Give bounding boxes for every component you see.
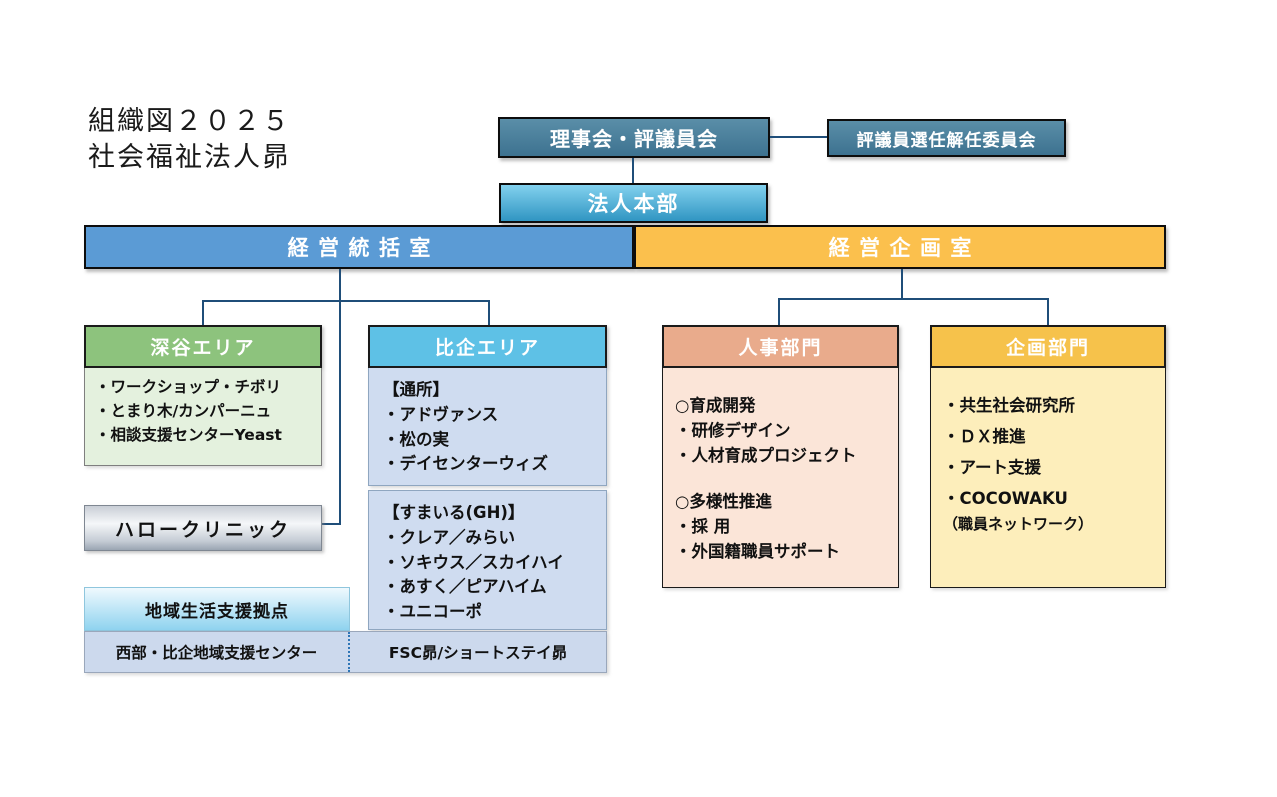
connector-drop-jinji — [778, 298, 780, 325]
hello-clinic-box: ハロークリニック — [84, 505, 322, 551]
connector-right-branch — [778, 298, 1049, 300]
councillor-committee-box: 評議員選任解任委員会 — [827, 119, 1066, 157]
connector-board-headquarters — [632, 158, 634, 183]
planning-division-body: ・共生社会研究所 ・ＤＸ推進 ・アート支援 ・COCOWAKU （職員ネットワー… — [930, 368, 1166, 588]
hr-division-body: ○育成開発 ・研修デザイン ・人材育成プロジェクト ○多様性推進 ・採 用 ・外… — [662, 368, 899, 588]
hello-clinic-label: ハロークリニック — [114, 518, 291, 541]
councillor-committee-label: 評議員選任解任委員会 — [856, 130, 1037, 151]
list-item: ・とまり木/カンパーニュ — [95, 402, 272, 421]
community-support-base-label: 地域生活支援拠点 — [145, 601, 289, 622]
fukaya-area-label: 深谷エリア — [150, 337, 256, 359]
connector-drop-hiki — [488, 300, 490, 325]
hiki-area-label: 比企エリア — [434, 337, 540, 359]
list-item: ・デイセンターウィズ — [383, 454, 548, 474]
group-heading: ○育成開発 — [675, 396, 756, 415]
list-item: ・アドヴァンス — [383, 404, 499, 424]
list-item: ・人材育成プロジェクト — [675, 445, 857, 465]
community-support-base-header: 地域生活支援拠点 — [84, 587, 350, 631]
connector-board-committee — [770, 136, 827, 138]
list-item: ・ワークショップ・チボリ — [95, 378, 282, 396]
connector-right-trunk — [901, 269, 903, 300]
list-item: ・COCOWAKU — [943, 489, 1068, 509]
headquarters-label: 法人本部 — [587, 192, 680, 216]
dotted-divider — [348, 632, 350, 672]
hiki-area-header: 比企エリア — [368, 325, 607, 368]
list-item: ・ソキウス／スカイハイ — [383, 552, 564, 572]
list-item: ・ユニコーポ — [383, 602, 482, 621]
group-heading: ○多様性推進 — [675, 492, 772, 512]
group-heading: 【通所】 — [383, 380, 449, 399]
hiki-area-commute-body: 【通所】 ・アドヴァンス ・松の実 ・デイセンターウィズ — [368, 368, 607, 486]
list-item: ・研修デザイン — [675, 420, 791, 440]
fukaya-area-header: 深谷エリア — [84, 325, 322, 368]
board-council-box: 理事会・評議員会 — [498, 117, 770, 158]
list-item: ・アート支援 — [943, 458, 1042, 478]
fukaya-area-body: ・ワークショップ・チボリ ・とまり木/カンパーニュ ・相談支援センターYeast — [84, 368, 322, 466]
connector-drop-kikaku-bumon — [1047, 298, 1049, 325]
hr-division-header: 人事部門 — [662, 325, 899, 368]
hr-division-label: 人事部門 — [738, 337, 823, 359]
management-control-office-label: 経営統括室 — [287, 236, 440, 260]
planning-division-header: 企画部門 — [930, 325, 1166, 368]
list-item: ・採 用 — [675, 517, 731, 536]
connector-left-branch — [202, 300, 490, 302]
management-planning-office-label: 経営企画室 — [828, 236, 981, 260]
list-item: ・相談支援センターYeast — [95, 426, 282, 445]
board-council-label: 理事会・評議員会 — [550, 127, 718, 151]
group-spacer — [675, 468, 892, 490]
connector-clinic — [322, 523, 341, 525]
list-item: ・ＤＸ推進 — [943, 427, 1026, 447]
planning-division-label: 企画部門 — [1005, 337, 1090, 359]
headquarters-box: 法人本部 — [499, 183, 768, 223]
group-heading: 【すまいる(GH)】 — [383, 503, 525, 522]
community-support-left-cell: 西部・比企地域支援センター — [115, 644, 318, 662]
list-item: ・クレア／みらい — [383, 527, 515, 547]
community-support-row: 西部・比企地域支援センター FSC昴/ショートステイ昴 — [84, 631, 607, 673]
management-planning-office-bar: 経営企画室 — [634, 225, 1166, 269]
management-control-office-bar: 経営統括室 — [84, 225, 634, 269]
page-title: 組織図２０２５ 社会福祉法人昴 — [88, 104, 448, 177]
page-title-line2: 社会福祉法人昴 — [88, 142, 291, 174]
list-item: ・松の実 — [383, 429, 449, 449]
list-item: ・外国籍職員サポート — [675, 541, 840, 561]
connector-left-trunk — [339, 269, 341, 525]
list-item: ・あすく／ピアハイム — [383, 577, 547, 597]
list-item-note: （職員ネットワーク） — [943, 515, 1094, 534]
community-support-right-cell: FSC昴/ショートステイ昴 — [388, 644, 568, 662]
page-title-line1: 組織図２０２５ — [88, 106, 291, 137]
connector-drop-fukaya — [202, 300, 204, 325]
hiki-area-grouphome-body: 【すまいる(GH)】 ・クレア／みらい ・ソキウス／スカイハイ ・あすく／ピアハ… — [368, 490, 607, 630]
list-item: ・共生社会研究所 — [943, 396, 1075, 415]
